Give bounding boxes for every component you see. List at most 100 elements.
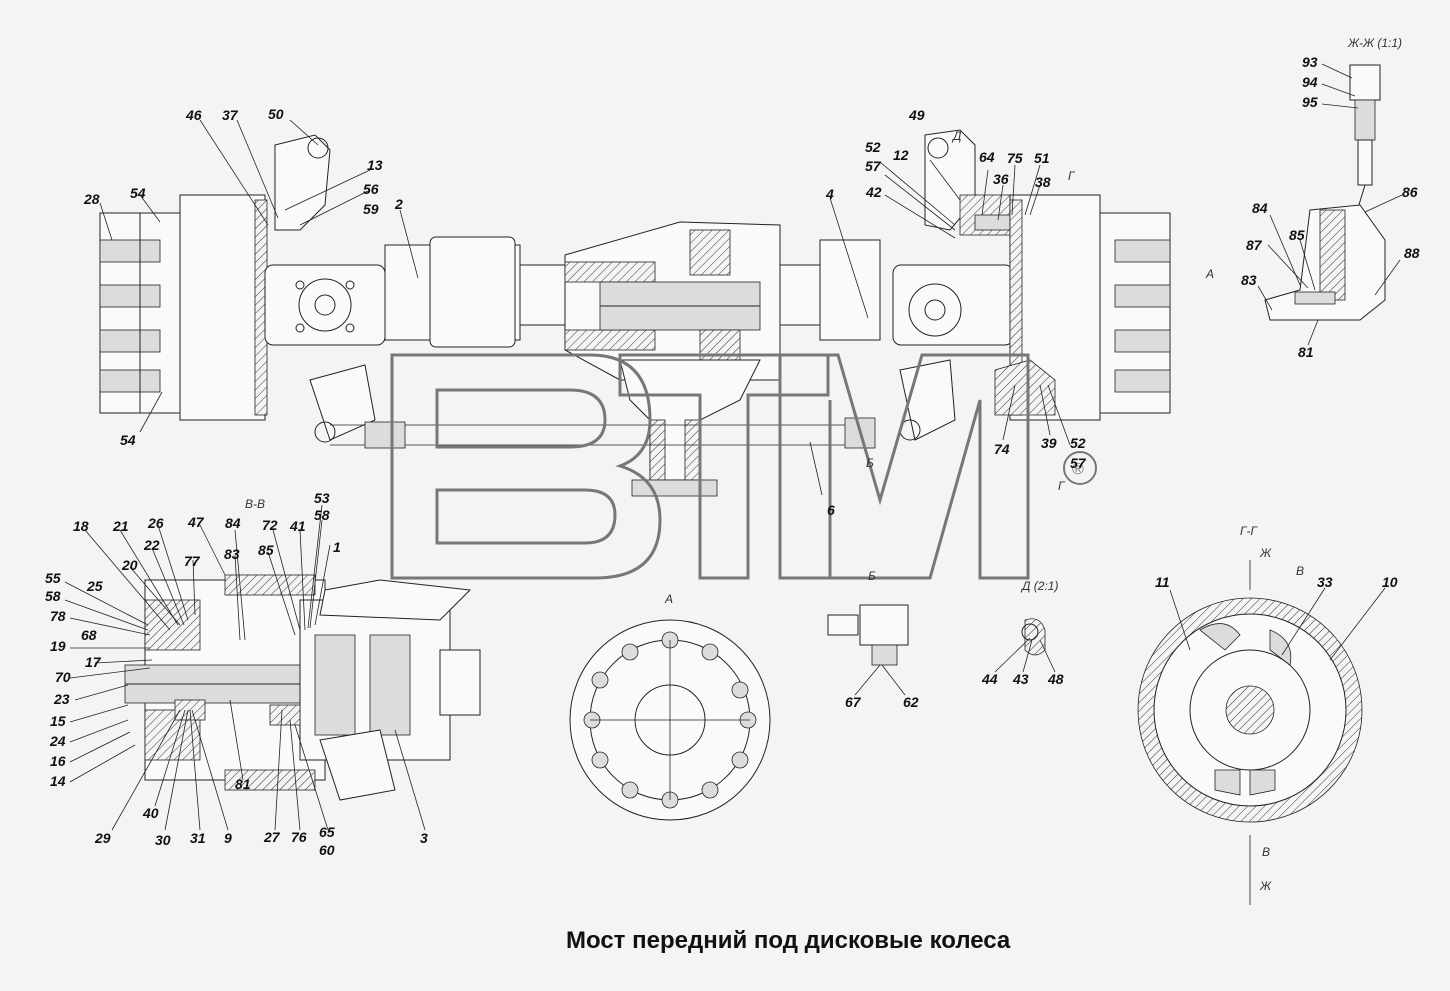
callout-52b: 52 [1070,435,1086,451]
callout-65: 65 [319,824,335,840]
callout-67: 67 [845,694,862,710]
callout-78: 78 [50,608,66,624]
callout-38: 38 [1035,174,1051,190]
leader-lines [64,63,1403,831]
callout-48: 48 [1047,671,1064,687]
callout-54: 54 [130,185,146,201]
callout-75: 75 [1007,150,1023,166]
callout-18: 18 [73,518,89,534]
callout-83b: 83 [224,546,240,562]
callout-21: 21 [112,518,129,534]
callout-3: 3 [420,830,428,846]
section-mark-g-top: Г [1068,169,1076,183]
callout-25: 25 [86,578,103,594]
callout-20: 20 [121,557,138,573]
callout-12: 12 [893,147,909,163]
callout-59: 59 [363,201,379,217]
callout-23: 23 [53,691,70,707]
callout-76: 76 [291,829,307,845]
callout-28: 28 [83,191,100,207]
callout-47: 47 [187,514,205,530]
section-label-v-v: В-В [245,497,265,511]
callout-95: 95 [1302,94,1318,110]
main-axle-view [99,129,1171,497]
callout-55: 55 [45,570,61,586]
callout-68: 68 [81,627,97,643]
callout-60: 60 [319,842,335,858]
callout-53: 53 [314,490,330,506]
callout-44: 44 [981,671,998,687]
callouts: 1 2 3 4 6 9 10 11 12 13 14 15 16 17 18 1… [45,54,1420,858]
callout-9: 9 [224,830,232,846]
section-mark-v-top: В [1296,564,1304,578]
callout-30: 30 [155,832,171,848]
callout-10: 10 [1382,574,1398,590]
callout-86: 86 [1402,184,1418,200]
callout-72: 72 [262,517,278,533]
watermark-mark: ® [1072,461,1084,478]
section-mark-g-bottom: Г [1058,479,1066,493]
callout-81: 81 [1298,344,1314,360]
callout-24: 24 [49,733,66,749]
section-labels: Ж-Ж (1:1) В-В А Б Д (2:1) Г-Г Г Г Д Б А … [245,36,1402,893]
callout-49: 49 [908,107,925,123]
callout-74: 74 [994,441,1010,457]
callout-64: 64 [979,149,995,165]
callout-50: 50 [268,106,284,122]
callout-11: 11 [1155,574,1170,590]
callout-31: 31 [190,830,206,846]
callout-19: 19 [50,638,66,654]
callout-16: 16 [50,753,66,769]
callout-83: 83 [1241,272,1257,288]
section-label-b: Б [868,569,876,583]
view-a [569,619,771,821]
callout-13: 13 [367,157,383,173]
callout-70: 70 [55,669,71,685]
callout-57: 57 [865,158,882,174]
callout-33: 33 [1317,574,1333,590]
callout-85: 85 [1289,227,1305,243]
section-mark-b: Б [866,456,874,470]
callout-1: 1 [333,539,341,555]
callout-57b: 57 [1070,455,1087,471]
callout-26: 26 [147,515,164,531]
callout-58b: 58 [45,588,61,604]
callout-43: 43 [1012,671,1029,687]
callout-6: 6 [827,502,835,518]
section-mark-a: А [1205,267,1214,281]
section-g-g [1137,560,1363,905]
callout-40: 40 [142,805,159,821]
section-mark-d: Д [951,129,962,143]
view-b [827,604,909,666]
view-d [1021,618,1046,656]
callout-27: 27 [263,829,281,845]
callout-62: 62 [903,694,919,710]
section-label-zh-zh: Ж-Ж (1:1) [1347,36,1402,50]
callout-37: 37 [222,107,239,123]
section-label-a: А [664,592,673,606]
callout-17: 17 [85,654,102,670]
callout-2: 2 [394,196,403,212]
callout-56: 56 [363,181,379,197]
section-mark-zh-bottom: Ж [1259,879,1272,893]
callout-39: 39 [1041,435,1057,451]
callout-87: 87 [1246,237,1263,253]
callout-77: 77 [184,553,201,569]
callout-51: 51 [1034,150,1050,166]
callout-54b: 54 [120,432,136,448]
callout-85b: 85 [258,542,274,558]
section-label-g-g: Г-Г [1240,524,1259,538]
callout-14: 14 [50,773,66,789]
callout-22: 22 [143,537,160,553]
callout-29: 29 [94,830,111,846]
drawing-title: Мост передний под дисковые колеса [566,927,1011,954]
section-mark-zh-top: Ж [1259,546,1272,560]
callout-93: 93 [1302,54,1318,70]
callout-4: 4 [825,186,834,202]
callout-36: 36 [993,171,1009,187]
callout-15: 15 [50,713,66,729]
watermark: ® [390,353,1097,580]
section-v-v [124,574,481,801]
section-mark-v-bottom: В [1262,845,1270,859]
